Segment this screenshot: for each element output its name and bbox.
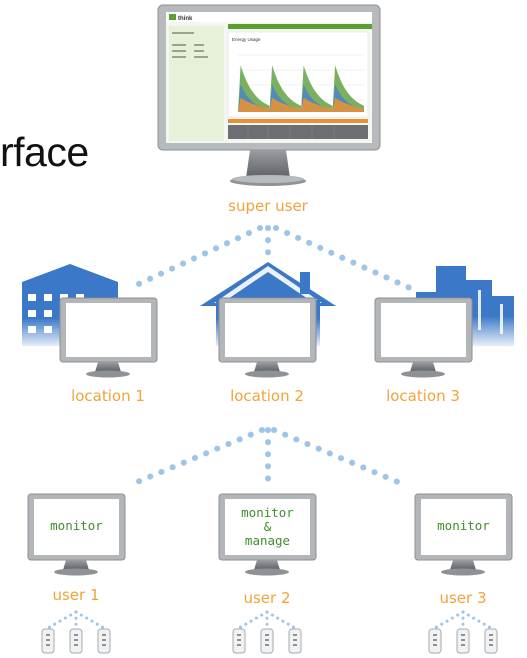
device-groups bbox=[41, 610, 498, 654]
user-2-screen-line-3: manage bbox=[244, 533, 291, 548]
connector-to-location-3 bbox=[273, 225, 413, 291]
device-indicator bbox=[265, 634, 269, 636]
super-user-monitor: think Energy Usage bbox=[157, 4, 381, 186]
user-2-label: user 2 bbox=[243, 589, 291, 607]
location-1-label: location 1 bbox=[71, 387, 145, 405]
user-1-device-link bbox=[46, 610, 78, 630]
location-2-monitor bbox=[218, 297, 317, 378]
user-1-device-link bbox=[74, 610, 106, 630]
user-3-device-link bbox=[433, 610, 465, 630]
device-indicator bbox=[433, 634, 437, 636]
device-indicator bbox=[265, 639, 269, 641]
device-indicator bbox=[433, 639, 437, 641]
user-2-screen-line-2: & bbox=[263, 519, 272, 534]
device-indicator bbox=[293, 639, 297, 641]
user-1-label: user 1 bbox=[52, 586, 100, 604]
device-indicator bbox=[102, 634, 106, 636]
device-indicator bbox=[46, 634, 50, 636]
dashboard-nav-bar bbox=[228, 24, 372, 29]
location-3-monitor bbox=[374, 297, 473, 378]
super-user-label: super user bbox=[228, 197, 309, 215]
dashboard-logo-text: think bbox=[178, 16, 193, 22]
device-indicator bbox=[461, 644, 465, 646]
dashboard-header bbox=[166, 12, 372, 22]
connector-to-user-3 bbox=[271, 427, 408, 488]
device-indicator bbox=[265, 644, 269, 646]
device-indicator bbox=[74, 639, 78, 641]
dashboard-table bbox=[228, 125, 368, 139]
user-3-monitor bbox=[414, 493, 513, 576]
location-1-monitor bbox=[59, 297, 158, 378]
user-1-screen-text: monitor bbox=[34, 519, 119, 533]
location-3-label: location 3 bbox=[386, 387, 460, 405]
user-2-device-link bbox=[265, 610, 297, 630]
user-1-screen-line-1: monitor bbox=[50, 518, 103, 533]
device-indicator bbox=[293, 644, 297, 646]
user-3-device-link bbox=[461, 610, 493, 630]
device-indicator bbox=[237, 639, 241, 641]
user-2-monitor bbox=[218, 493, 317, 576]
device-indicator bbox=[46, 644, 50, 646]
connectors-top bbox=[127, 225, 413, 291]
user-3-screen-text: monitor bbox=[421, 519, 506, 533]
device-indicator bbox=[74, 634, 78, 636]
device-indicator bbox=[237, 634, 241, 636]
connectors-bottom bbox=[127, 427, 408, 491]
user-3-screen-line-1: monitor bbox=[437, 518, 490, 533]
device-indicator bbox=[461, 634, 465, 636]
device-indicator bbox=[293, 634, 297, 636]
connector-to-user-1 bbox=[127, 427, 265, 488]
device-indicator bbox=[102, 639, 106, 641]
device-indicator bbox=[489, 639, 493, 641]
device-indicator bbox=[102, 644, 106, 646]
device-indicator bbox=[461, 639, 465, 641]
user-2-device-link bbox=[237, 610, 269, 630]
device-indicator bbox=[489, 634, 493, 636]
dashboard-logo-icon bbox=[169, 14, 176, 20]
user-2-screen-line-1: monitor bbox=[241, 505, 294, 520]
dashboard-toolbar bbox=[228, 119, 368, 123]
title-fragment: rface bbox=[0, 129, 89, 175]
user-1-monitor bbox=[27, 493, 126, 576]
device-indicator bbox=[433, 644, 437, 646]
dashboard-sidebar bbox=[169, 26, 224, 141]
location-2-label: location 2 bbox=[230, 387, 304, 405]
connector-to-location-1 bbox=[127, 225, 263, 291]
dashboard-chart-title: Energy Usage bbox=[232, 37, 261, 42]
device-indicator bbox=[489, 644, 493, 646]
device-indicator bbox=[46, 639, 50, 641]
user-3-label: user 3 bbox=[439, 589, 487, 607]
dashboard-mini-chart bbox=[238, 65, 364, 112]
user-2-screen-text: monitor & manage bbox=[225, 506, 310, 548]
device-indicator bbox=[74, 644, 78, 646]
device-indicator bbox=[237, 644, 241, 646]
